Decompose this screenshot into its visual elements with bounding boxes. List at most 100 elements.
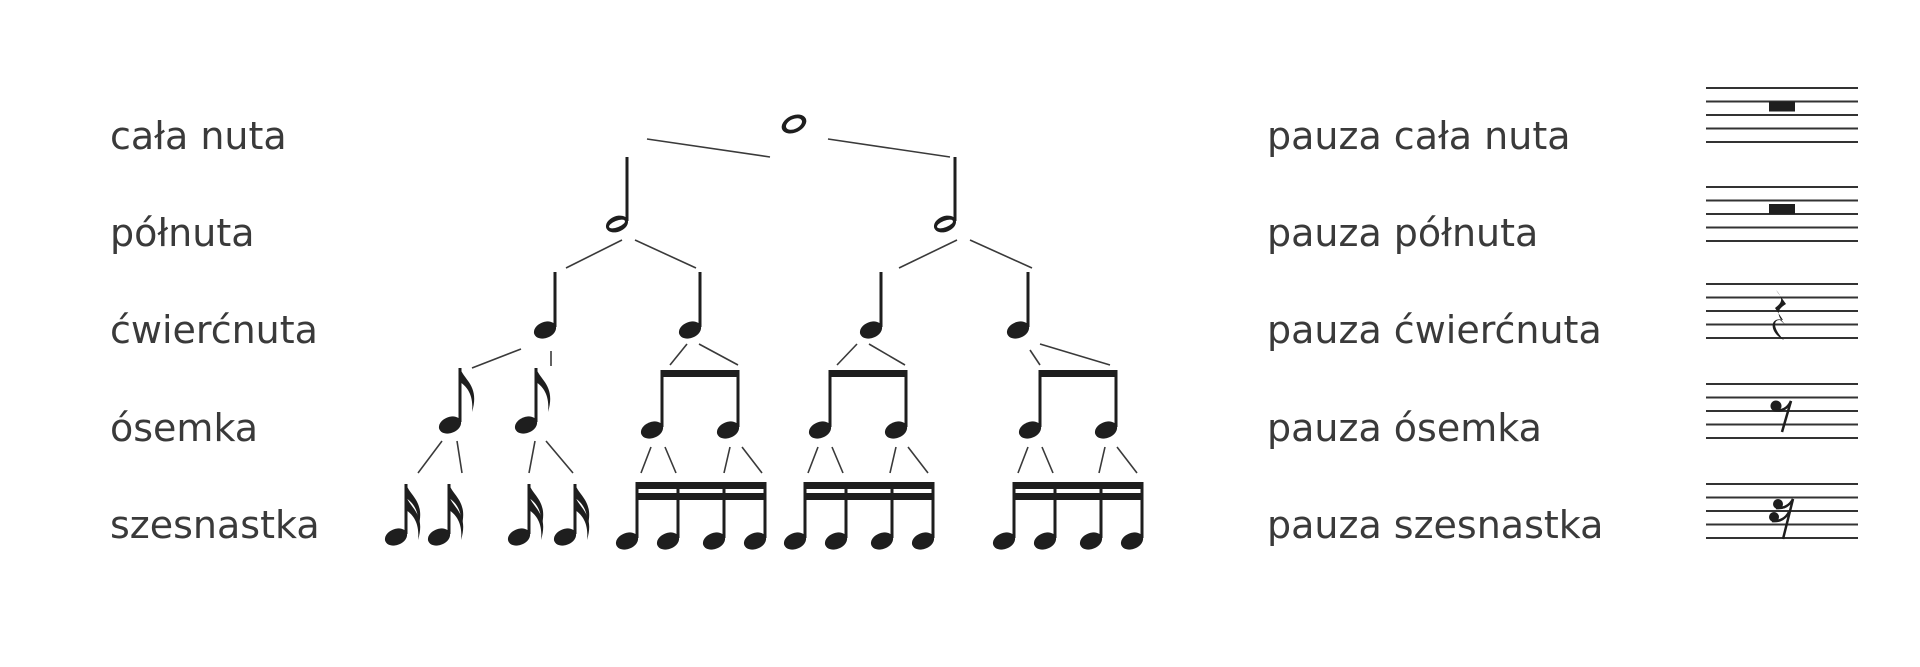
beam bbox=[828, 370, 908, 377]
half-note bbox=[933, 215, 957, 233]
flag bbox=[449, 496, 464, 540]
connector-line bbox=[969, 239, 1033, 269]
notehead bbox=[884, 421, 908, 439]
eighth-rest-stem bbox=[1780, 400, 1793, 433]
beam bbox=[803, 482, 935, 489]
whole-note bbox=[781, 114, 807, 134]
sixteenth-note bbox=[384, 528, 408, 546]
connector-line bbox=[640, 446, 652, 474]
sixteenth-note bbox=[1079, 532, 1103, 550]
connector-line bbox=[698, 343, 739, 366]
sixteenth-note bbox=[1120, 532, 1144, 550]
sixteenth-note bbox=[911, 532, 935, 550]
notehead bbox=[438, 416, 462, 434]
notehead bbox=[743, 532, 767, 550]
connector-line bbox=[1039, 343, 1111, 366]
connector-line bbox=[1098, 446, 1106, 474]
eighth-note bbox=[1018, 421, 1042, 439]
flag bbox=[406, 496, 421, 540]
flag bbox=[575, 496, 590, 540]
connector-line bbox=[831, 446, 844, 474]
notehead bbox=[1018, 421, 1042, 439]
connector-line bbox=[417, 440, 443, 474]
notehead bbox=[507, 528, 531, 546]
sixteenth-note bbox=[743, 532, 767, 550]
sixteenth-note bbox=[992, 532, 1016, 550]
quarter-note bbox=[678, 321, 702, 339]
connector-line bbox=[889, 446, 897, 474]
sixteenth-note bbox=[507, 528, 531, 546]
notehead bbox=[859, 321, 883, 339]
notehead bbox=[783, 532, 807, 550]
connector-line bbox=[827, 138, 951, 158]
notehead bbox=[615, 532, 639, 550]
notehead bbox=[1006, 321, 1030, 339]
beam bbox=[635, 482, 767, 489]
quarter-note bbox=[859, 321, 883, 339]
notehead bbox=[533, 321, 557, 339]
notehead bbox=[702, 532, 726, 550]
note-label-whole: cała nuta bbox=[110, 114, 287, 158]
eighth-note bbox=[514, 416, 538, 434]
rest-label-sixteenth: pauza szesnastka bbox=[1267, 503, 1604, 547]
notehead bbox=[553, 528, 577, 546]
connector-line bbox=[1041, 446, 1054, 474]
quarter-note bbox=[1006, 321, 1030, 339]
sixteenth-note bbox=[824, 532, 848, 550]
flag bbox=[460, 368, 475, 412]
eighth-note bbox=[1094, 421, 1118, 439]
flag bbox=[406, 484, 421, 528]
note-label-quarter: ćwierćnuta bbox=[110, 308, 318, 352]
rest-staff bbox=[1706, 87, 1858, 143]
quarter-note bbox=[533, 321, 557, 339]
notehead bbox=[824, 532, 848, 550]
connector-line bbox=[646, 138, 771, 158]
notehead bbox=[808, 421, 832, 439]
beam bbox=[1038, 370, 1118, 377]
connector-line bbox=[669, 343, 688, 366]
rest-staff bbox=[1706, 283, 1858, 339]
notehead bbox=[384, 528, 408, 546]
connector-line bbox=[907, 446, 929, 474]
whole-rest bbox=[1769, 101, 1795, 112]
note-label-eighth: ósemka bbox=[110, 406, 259, 450]
connector-line bbox=[471, 348, 522, 369]
beam bbox=[635, 493, 767, 500]
sixteenth-note bbox=[615, 532, 639, 550]
half-rest bbox=[1769, 204, 1795, 214]
rest-label-whole: pauza cała nuta bbox=[1267, 114, 1571, 158]
flag bbox=[529, 484, 544, 528]
connector-line bbox=[807, 446, 819, 474]
connector-line bbox=[565, 239, 623, 269]
note-label-sixteenth: szesnastka bbox=[110, 503, 320, 547]
notehead bbox=[427, 528, 451, 546]
flag bbox=[575, 484, 590, 528]
notehead bbox=[640, 421, 664, 439]
sixteenth-note bbox=[783, 532, 807, 550]
sixteenth-note bbox=[553, 528, 577, 546]
beam bbox=[660, 370, 740, 377]
notehead-hollow bbox=[609, 219, 625, 229]
note-glyphs bbox=[384, 114, 1144, 550]
connector-line bbox=[545, 440, 574, 474]
notehead bbox=[911, 532, 935, 550]
flag bbox=[449, 484, 464, 528]
eighth-note bbox=[640, 421, 664, 439]
half-note bbox=[605, 215, 629, 233]
eighth-note bbox=[438, 416, 462, 434]
notehead bbox=[1033, 532, 1057, 550]
rest-label-eighth: pauza ósemka bbox=[1267, 406, 1542, 450]
flag bbox=[536, 368, 551, 412]
connector-line bbox=[723, 446, 731, 474]
beam bbox=[803, 493, 935, 500]
sixteenth-note bbox=[427, 528, 451, 546]
sixteenth-note bbox=[1033, 532, 1057, 550]
notehead bbox=[656, 532, 680, 550]
connector-line bbox=[898, 239, 958, 269]
notehead-hollow bbox=[937, 219, 953, 229]
notehead bbox=[1079, 532, 1103, 550]
notehead bbox=[992, 532, 1016, 550]
sixteenth-note bbox=[702, 532, 726, 550]
rest-label-quarter: pauza ćwierćnuta bbox=[1267, 308, 1602, 352]
